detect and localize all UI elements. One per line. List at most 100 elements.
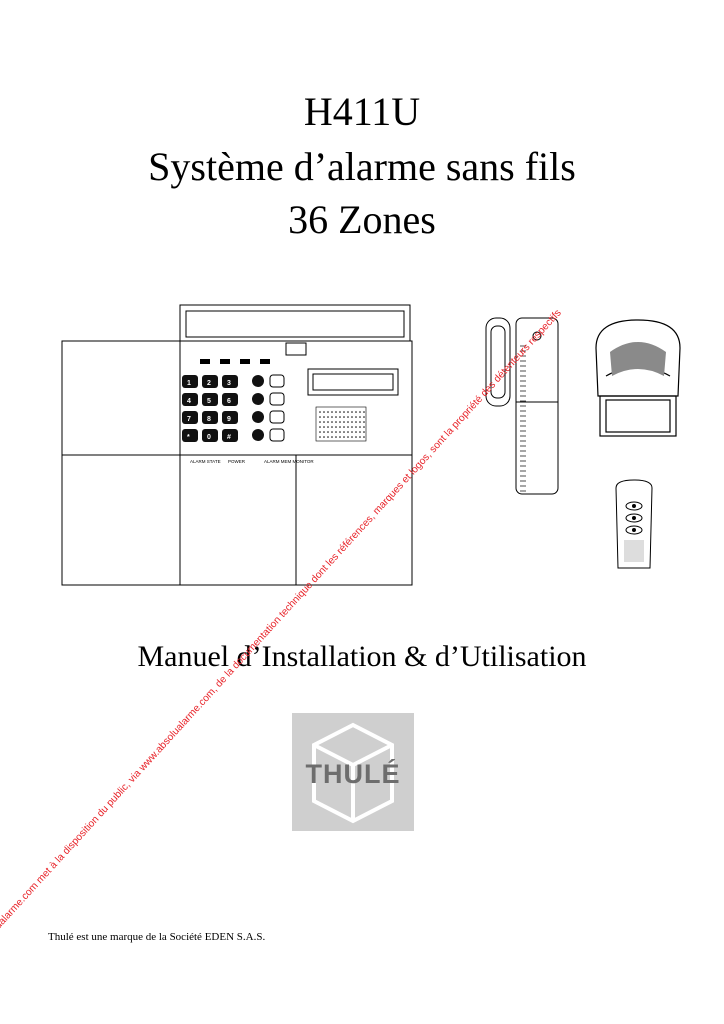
function-button <box>269 410 285 424</box>
keypad-key: 8 <box>202 411 218 424</box>
speaker-hole <box>351 416 353 418</box>
speaker-hole <box>327 421 329 423</box>
title-model: H411U <box>303 89 421 134</box>
keypad-key: # <box>222 429 238 442</box>
svg-text:8: 8 <box>207 416 211 423</box>
speaker-hole <box>323 421 325 423</box>
speaker-hole <box>351 431 353 433</box>
svg-text:1: 1 <box>187 380 191 387</box>
speaker-hole <box>351 411 353 413</box>
speaker-hole <box>355 431 357 433</box>
function-button <box>269 374 285 388</box>
speaker-hole <box>323 416 325 418</box>
speaker-hole <box>355 426 357 428</box>
speaker-hole <box>359 431 361 433</box>
speaker-hole <box>327 411 329 413</box>
speaker-hole <box>351 426 353 428</box>
label-alarm-mem: ALARM MEM MONITOR <box>264 459 314 464</box>
speaker-hole <box>347 411 349 413</box>
speaker-hole <box>331 436 333 438</box>
speaker-hole <box>327 436 329 438</box>
speaker-hole <box>335 411 337 413</box>
speaker-hole <box>359 426 361 428</box>
speaker-hole <box>343 411 345 413</box>
speaker-hole <box>319 411 321 413</box>
speaker-hole <box>359 436 361 438</box>
speaker-hole <box>335 431 337 433</box>
speaker-hole <box>343 416 345 418</box>
speaker-hole <box>343 426 345 428</box>
speaker-hole <box>343 431 345 433</box>
speaker-hole <box>347 416 349 418</box>
speaker-hole <box>331 416 333 418</box>
footer-trademark: Thulé est une marque de la Société EDEN … <box>48 931 266 943</box>
function-button <box>269 428 285 442</box>
speaker-hole <box>339 426 341 428</box>
speaker-hole <box>331 431 333 433</box>
keypad-key: * <box>182 429 198 442</box>
speaker-hole <box>335 436 337 438</box>
speaker-hole <box>323 436 325 438</box>
keypad-key: 6 <box>222 393 238 406</box>
svg-text:*: * <box>187 434 190 441</box>
keypad-key: 1 <box>182 375 198 388</box>
speaker-hole <box>319 416 321 418</box>
speaker-hole <box>363 421 365 423</box>
speaker-hole <box>339 411 341 413</box>
svg-text:0: 0 <box>207 434 211 441</box>
speaker-hole <box>355 416 357 418</box>
speaker-hole <box>331 421 333 423</box>
speaker-hole <box>339 436 341 438</box>
svg-text:4: 4 <box>187 398 191 405</box>
keypad-key: 7 <box>182 411 198 424</box>
speaker-hole <box>335 416 337 418</box>
function-button <box>252 393 264 405</box>
thule-logo: THULÉ <box>292 713 414 831</box>
speaker-hole <box>359 411 361 413</box>
svg-text:5: 5 <box>207 398 211 405</box>
keypad-key: 4 <box>182 393 198 406</box>
speaker-hole <box>331 411 333 413</box>
speaker-hole <box>319 436 321 438</box>
speaker-hole <box>347 436 349 438</box>
keypad-key: 9 <box>222 411 238 424</box>
speaker-hole <box>359 416 361 418</box>
svg-text:7: 7 <box>187 416 191 423</box>
speaker-hole <box>319 431 321 433</box>
logo-text: THULÉ <box>305 759 401 789</box>
pir-sensor-drawing <box>595 319 681 437</box>
label-alarm-state: ALARM STATE <box>190 459 221 464</box>
speaker-hole <box>363 426 365 428</box>
speaker-hole <box>319 426 321 428</box>
function-button <box>252 411 264 423</box>
speaker-hole <box>347 426 349 428</box>
speaker-hole <box>323 431 325 433</box>
svg-text:#: # <box>227 434 231 441</box>
function-button <box>252 429 264 441</box>
speaker-hole <box>363 416 365 418</box>
speaker-hole <box>339 421 341 423</box>
remote-control-drawing <box>615 479 653 569</box>
svg-text:6: 6 <box>227 398 231 405</box>
function-button <box>269 392 285 406</box>
speaker-hole <box>335 426 337 428</box>
speaker-hole <box>363 431 365 433</box>
speaker-hole <box>351 436 353 438</box>
title-zones: 36 Zones <box>288 197 436 242</box>
speaker-hole <box>359 421 361 423</box>
speaker-hole <box>355 436 357 438</box>
speaker-hole <box>323 411 325 413</box>
speaker-hole <box>363 436 365 438</box>
speaker-hole <box>355 411 357 413</box>
speaker-hole <box>331 426 333 428</box>
speaker-hole <box>335 421 337 423</box>
title-system: Système d’alarme sans fils <box>148 144 576 189</box>
speaker-hole <box>327 426 329 428</box>
door-contact-drawing <box>485 317 559 495</box>
speaker-hole <box>319 421 321 423</box>
keypad-key: 5 <box>202 393 218 406</box>
speaker-hole <box>351 421 353 423</box>
svg-text:2: 2 <box>207 380 211 387</box>
svg-text:3: 3 <box>227 380 231 387</box>
